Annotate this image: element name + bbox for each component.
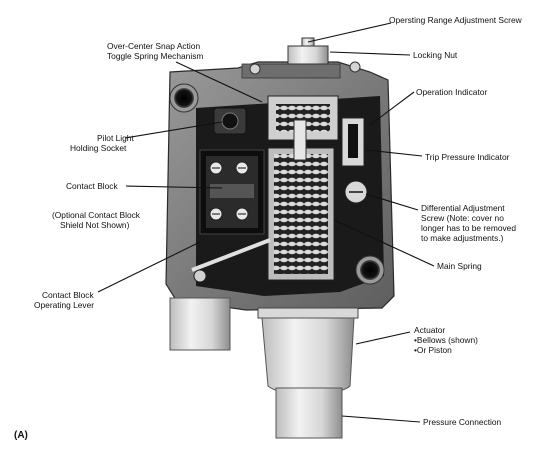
- pilot-light-socket: [213, 107, 247, 135]
- label-snap-action-line1: Over-Center Snap Action: [107, 41, 200, 51]
- conduit-fitting: [169, 297, 231, 351]
- label-locking-nut: Locking Nut: [413, 50, 458, 60]
- callout-labels: Opersting Range Adjustment Screw Locking…: [14, 15, 523, 441]
- label-operation-indicator: Operation Indicator: [416, 87, 487, 97]
- label-trip-pressure-indicator: Trip Pressure Indicator: [425, 152, 510, 162]
- label-pilot-light-line2: Holding Socket: [70, 143, 127, 153]
- label-operating-range-screw: Opersting Range Adjustment Screw: [389, 15, 523, 25]
- label-contact-block: Contact Block: [66, 181, 118, 191]
- actuator-bellows: [257, 307, 359, 395]
- label-differential-line4: to make adjustments.): [421, 233, 504, 243]
- mounting-hole-top-left: [169, 83, 199, 113]
- leader-lines: [97, 22, 435, 423]
- label-differential-line2: Screw (Note: cover no: [421, 213, 504, 223]
- label-operating-lever-line2: Operating Lever: [34, 300, 94, 310]
- label-actuator-piston: •Or Piston: [414, 345, 452, 355]
- pressure-switch-illustration: [165, 37, 395, 439]
- main-spring: [267, 119, 335, 281]
- label-differential-line3: longer has to be removed: [421, 223, 516, 233]
- label-pilot-light-line1: Pilot Light: [97, 133, 134, 143]
- pressure-connection: [275, 387, 343, 439]
- mounting-hole-bottom-right: [355, 255, 385, 285]
- contact-block-operating-lever: [191, 238, 271, 283]
- label-actuator: Actuator: [414, 325, 445, 335]
- label-actuator-bellows: •Bellows (shown): [414, 335, 478, 345]
- label-main-spring: Main Spring: [437, 261, 482, 271]
- label-differential-line1: Differential Adjustment: [421, 203, 505, 213]
- differential-adjustment-screw: [344, 180, 368, 204]
- label-optional-shield-line1: (Optional Contact Block: [52, 210, 141, 220]
- label-pressure-connection: Pressure Connection: [423, 417, 502, 427]
- figure-panel-label: (A): [14, 430, 28, 441]
- operation-indicator: [341, 117, 365, 167]
- contact-block: [199, 149, 265, 235]
- label-optional-shield-line2: Shield Not Shown): [60, 220, 130, 230]
- operating-range-screw: [287, 37, 329, 65]
- label-operating-lever-line1: Contact Block: [42, 290, 94, 300]
- label-snap-action-line2: Toggle Spring Mechanism: [107, 51, 203, 61]
